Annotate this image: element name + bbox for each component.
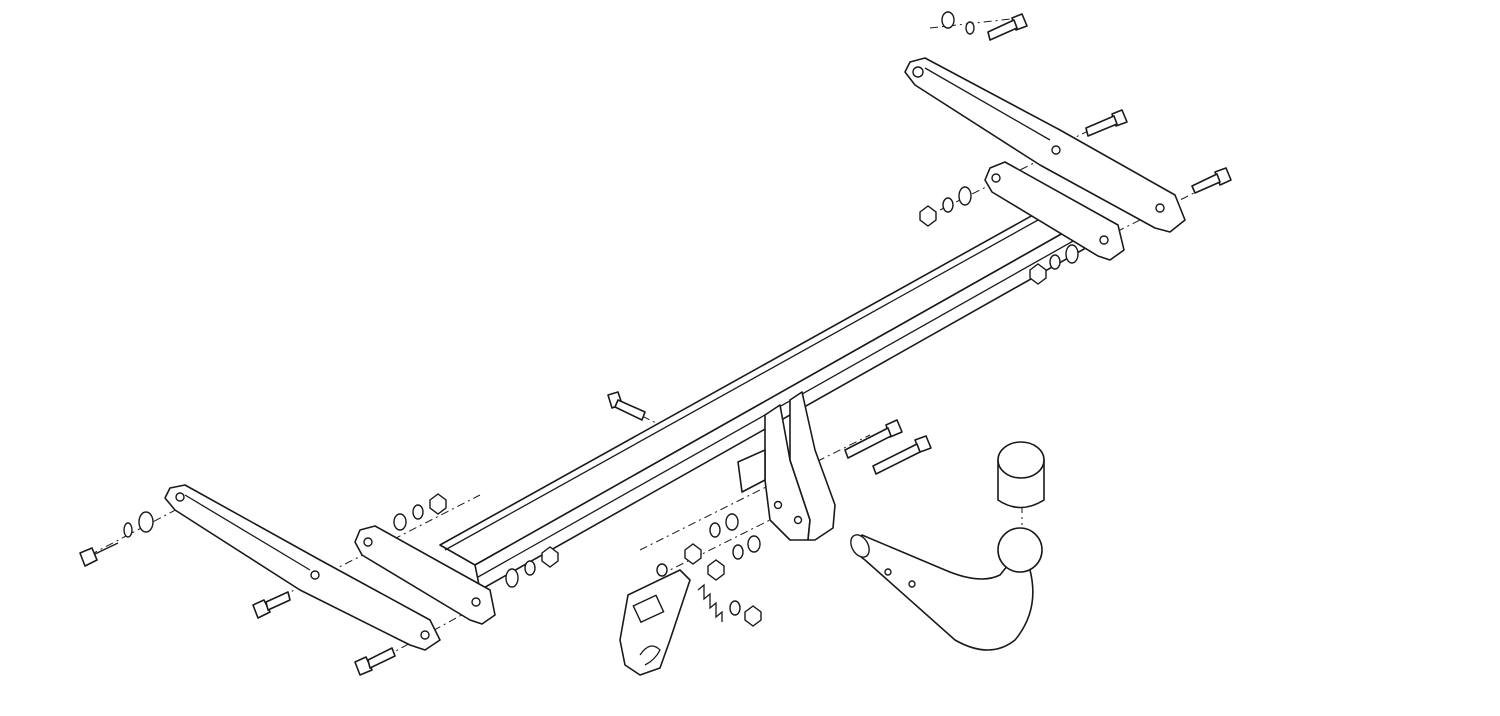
crossbar: [439, 199, 1101, 591]
right-mounting-plate: [984, 161, 1125, 261]
bolt-left-arm-rear: [354, 647, 396, 676]
assembly-axes: [89, 17, 1221, 666]
tow-ball-cap: [997, 441, 1045, 509]
left-side-arm: [164, 484, 441, 651]
bolts: [79, 13, 1232, 676]
bolt-crossbar: [607, 391, 646, 421]
bolt-left-arm-mid: [252, 591, 291, 619]
bolt-right-arm-rear: [1191, 167, 1232, 194]
bolt-right-arm-top: [987, 13, 1028, 41]
bolt-bracket-upper: [844, 419, 903, 459]
bolt-bracket-lower: [872, 435, 932, 475]
left-mounting-plate: [354, 525, 496, 625]
washers-and-nuts: [123, 11, 1079, 627]
right-side-arm: [904, 57, 1186, 233]
tow-ball-neck: [850, 527, 1043, 651]
socket-plate: [619, 569, 691, 676]
bolt-left-arm-front: [79, 542, 119, 567]
bolt-right-arm-mid: [1085, 109, 1128, 137]
center-bracket: [737, 391, 836, 541]
spring: [697, 583, 723, 622]
